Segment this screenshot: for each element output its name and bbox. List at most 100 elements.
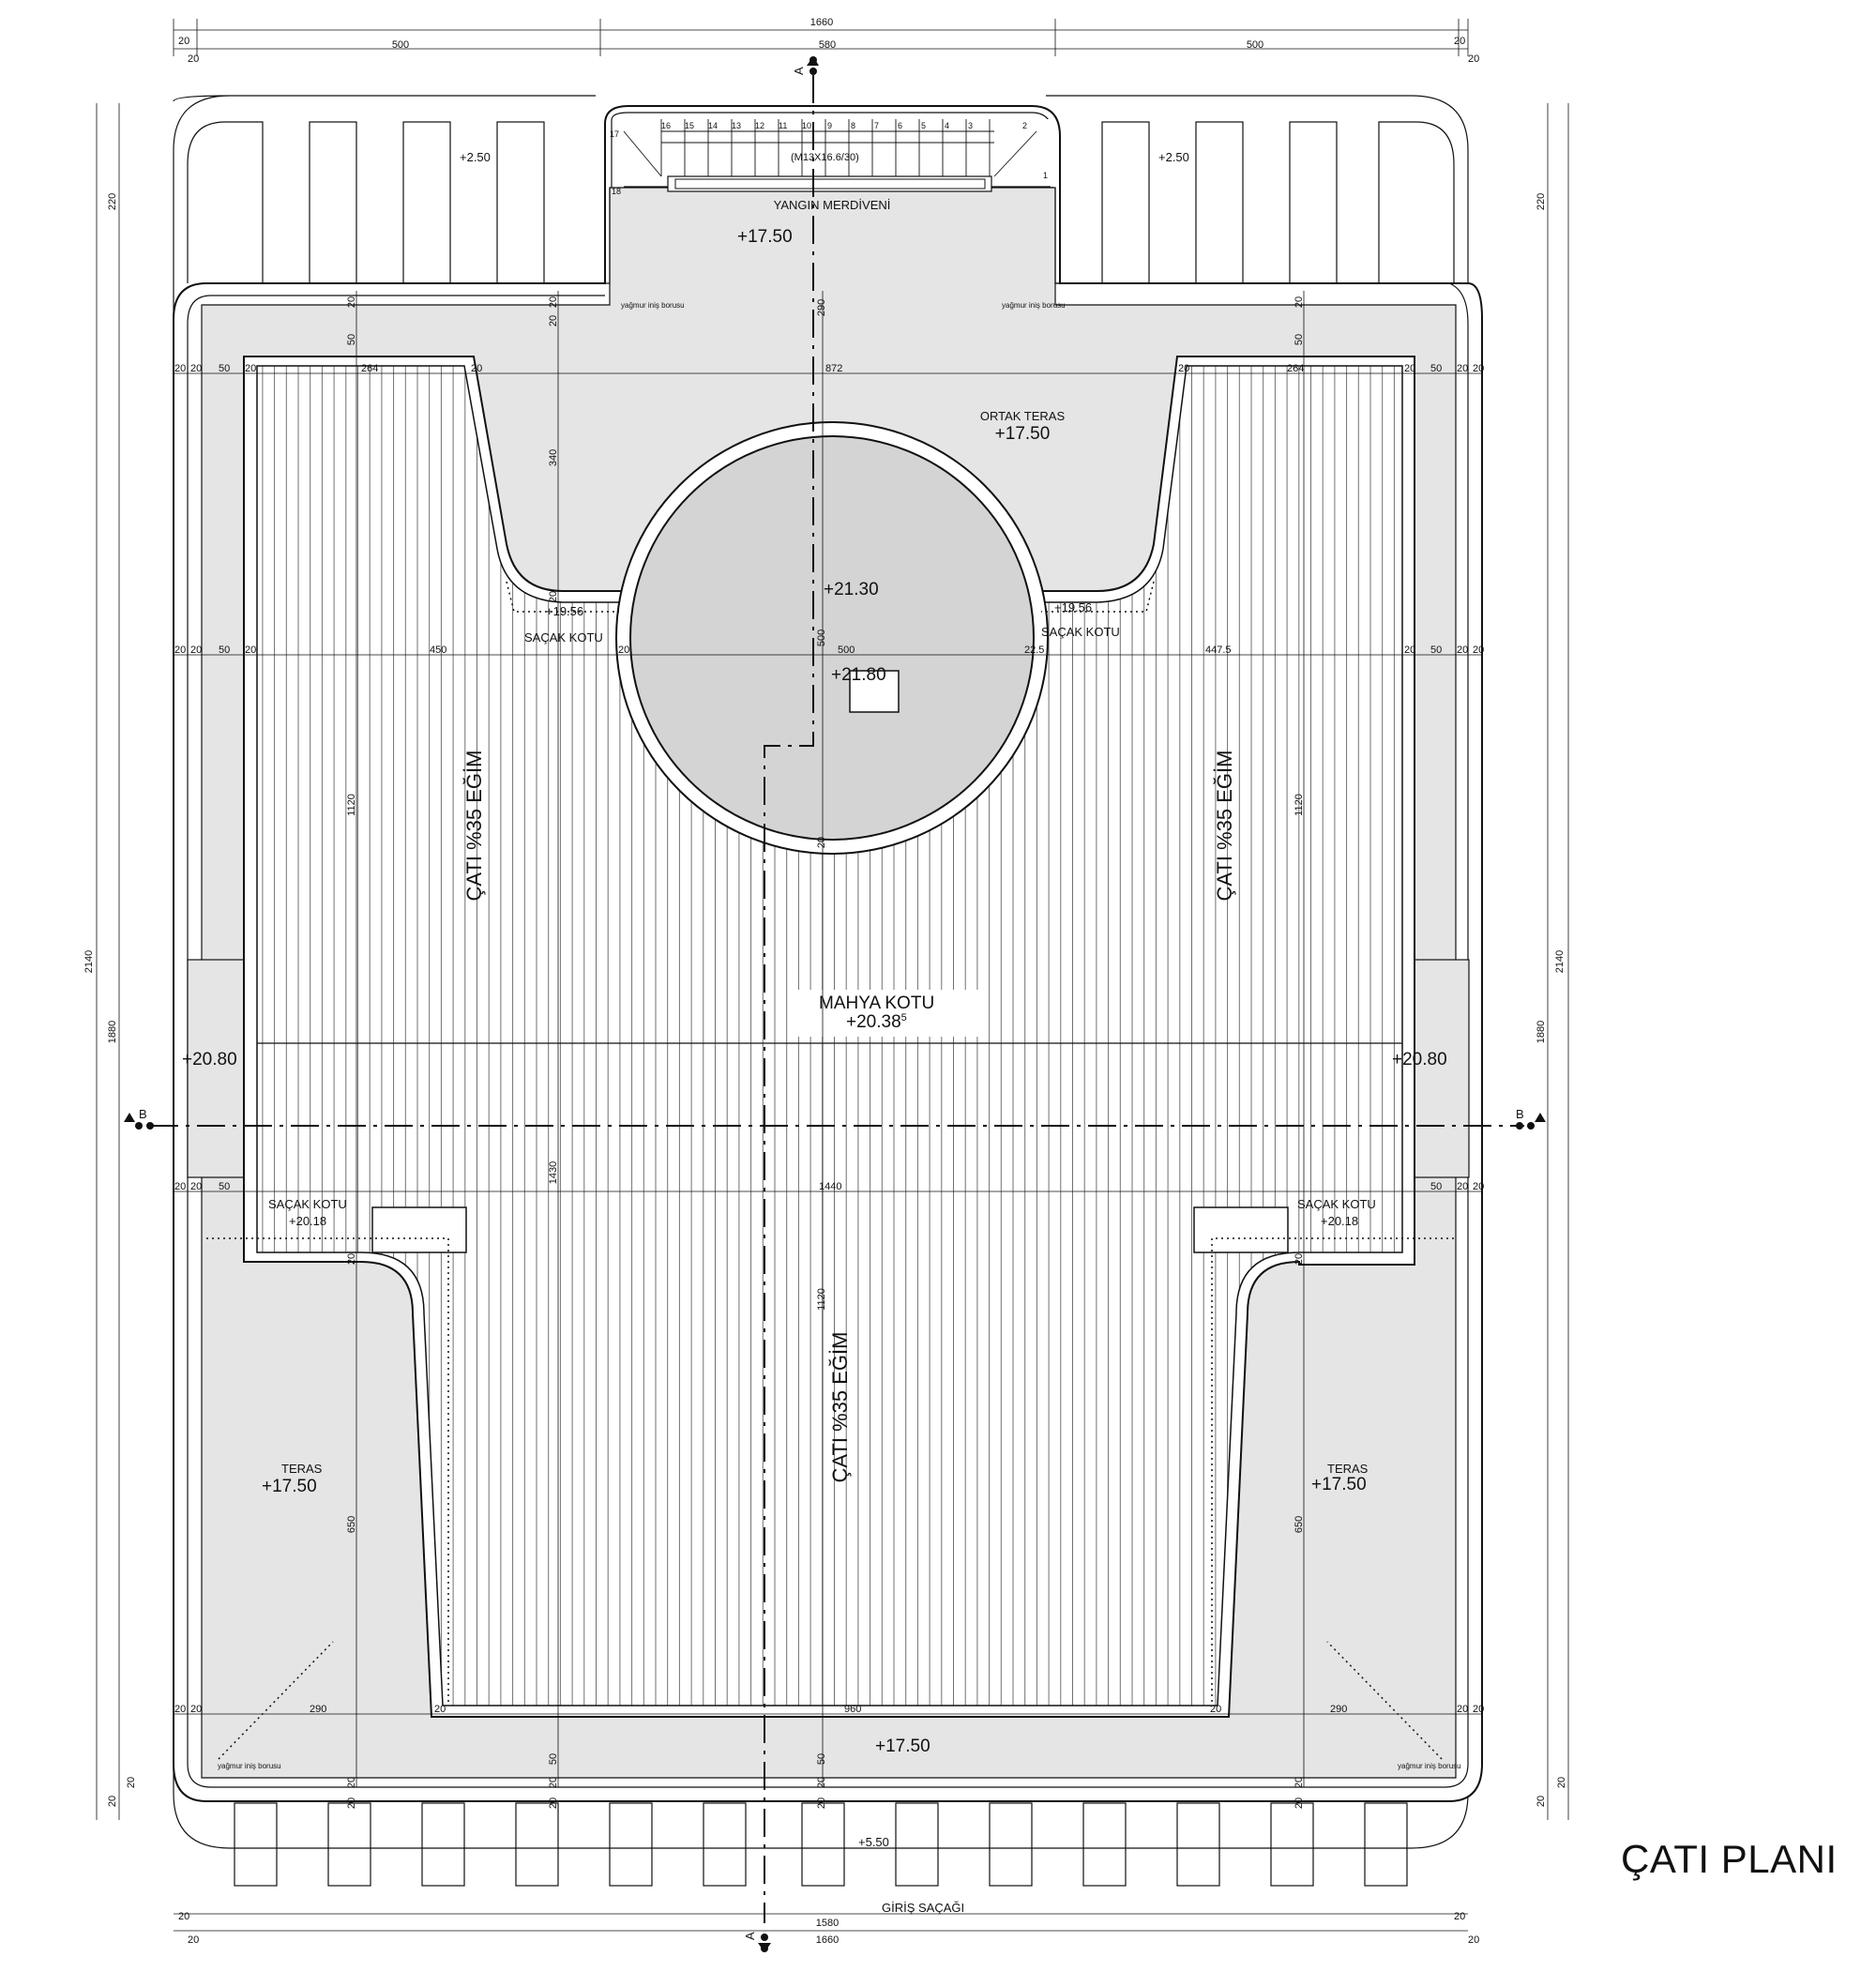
dim-v-20-d: 20 xyxy=(816,837,827,848)
section-markers xyxy=(124,56,1546,1952)
dim-v-20-k: 20 xyxy=(346,1797,357,1809)
level-sacak-bottom-right: +20.18 xyxy=(1321,1214,1358,1228)
dim-r2-500: 500 xyxy=(838,645,855,656)
dim-left-20-a: 20 xyxy=(107,1796,118,1807)
stair-step-3: 3 xyxy=(968,121,973,130)
dim-r4-20a-r: 20 xyxy=(1473,1704,1484,1715)
level-canopy-right: +2.50 xyxy=(1158,150,1189,164)
stair-step-12: 12 xyxy=(755,121,764,130)
dim-r4-20a-l: 20 xyxy=(174,1704,186,1715)
dim-v-20-p: 20 xyxy=(1294,1797,1305,1809)
label-slope-left: ÇATI %35 EĞİM xyxy=(462,751,486,902)
dim-r4-20-r: 20 xyxy=(1210,1704,1221,1715)
level-mahya-value: +20.38 xyxy=(846,1012,901,1032)
label-sacak-kotu-bottom-right: SAÇAK KOTU xyxy=(1297,1197,1376,1211)
dim-top-500-right: 500 xyxy=(1247,39,1263,51)
outer-canopy-outline xyxy=(173,95,1469,1849)
stair-name: YANGIN MERDİVENİ xyxy=(774,198,891,212)
dim-r3-50-l: 50 xyxy=(219,1181,230,1192)
dim-r3-20b-l: 20 xyxy=(190,1181,202,1192)
dim-v-20-o: 20 xyxy=(548,315,559,326)
dim-r1-20-r: 20 xyxy=(1178,363,1189,374)
dimension-lines xyxy=(96,19,1569,1932)
level-sacak-right: +19.56 xyxy=(1054,600,1092,614)
dim-r2-22-5: 22.5 xyxy=(1024,645,1044,656)
label-rain-pipe-bottom-left: yağmur iniş borusu xyxy=(218,1762,281,1770)
label-sacak-kotu-right: SAÇAK KOTU xyxy=(1041,625,1120,639)
dim-v-650-r: 650 xyxy=(1294,1516,1305,1533)
dim-top-580: 580 xyxy=(819,39,836,51)
dim-v-20-e: 20 xyxy=(1294,296,1305,308)
stair-step-7: 7 xyxy=(874,121,879,130)
dim-v-290: 290 xyxy=(816,299,827,316)
section-a-bottom: A xyxy=(743,1932,757,1940)
stair-step-5: 5 xyxy=(921,121,926,130)
dim-left-1880: 1880 xyxy=(107,1021,118,1043)
dim-left-220: 220 xyxy=(107,193,118,210)
dim-r2-447-5: 447.5 xyxy=(1205,645,1232,656)
dim-left-20-b: 20 xyxy=(126,1777,137,1788)
dim-v-50-c: 50 xyxy=(548,1753,559,1765)
dim-v-1120-c: 1120 xyxy=(816,1288,827,1311)
dim-r1-20b-l: 20 xyxy=(190,363,202,374)
dim-r4-20b-l: 20 xyxy=(190,1704,202,1715)
bottom-canopy-slats xyxy=(234,1802,1408,1887)
eave-dotted-lines xyxy=(206,581,1454,1760)
level-mahya-sup: 5 xyxy=(901,1012,907,1024)
dim-right-1880: 1880 xyxy=(1536,1021,1547,1043)
label-sacak-kotu-bottom-left: SAÇAK KOTU xyxy=(268,1197,347,1211)
dim-top-20-left: 20 xyxy=(178,36,189,47)
stair-step-14: 14 xyxy=(708,121,718,130)
level-stair: +17.50 xyxy=(737,227,793,247)
dim-r4-20b-r: 20 xyxy=(1457,1704,1468,1715)
label-rain-pipe-bottom-right: yağmur iniş borusu xyxy=(1398,1762,1461,1770)
ridge-label-mask xyxy=(797,990,985,1037)
stair-step-9: 9 xyxy=(827,121,832,130)
dome xyxy=(629,435,1035,841)
dim-bottom-20-d: 20 xyxy=(1468,1934,1479,1946)
dim-r1-20b-r: 20 xyxy=(1457,363,1468,374)
dim-top-500-left: 500 xyxy=(392,39,409,51)
dim-r1-872: 872 xyxy=(825,363,842,374)
dim-r4-20-l: 20 xyxy=(434,1704,446,1715)
dim-bottom-20-a: 20 xyxy=(178,1911,189,1922)
dim-r3-20a-l: 20 xyxy=(174,1181,186,1192)
dim-right-220: 220 xyxy=(1536,193,1547,210)
dim-r2-20c-r: 20 xyxy=(1404,645,1415,656)
stair-terrace-walls xyxy=(202,188,1456,284)
section-b-right: B xyxy=(1516,1107,1524,1121)
drawing-title: ÇATI PLANI xyxy=(1621,1837,1838,1881)
dim-r1-20-l: 20 xyxy=(471,363,482,374)
stair-step-16: 16 xyxy=(661,121,671,130)
dim-r2-450: 450 xyxy=(430,645,446,656)
dim-r1-20a-l: 20 xyxy=(174,363,186,374)
dim-top-total: 1660 xyxy=(810,17,833,28)
dim-v-20-m: 20 xyxy=(816,1797,827,1809)
level-bottom-terrace: +17.50 xyxy=(875,1737,930,1756)
dim-r1-50-r: 50 xyxy=(1430,363,1442,374)
stair-step-18: 18 xyxy=(612,187,621,196)
dim-v-20-i: 20 xyxy=(548,1777,559,1788)
stair-step-8: 8 xyxy=(851,121,855,130)
level-ortak-teras: +17.50 xyxy=(995,424,1051,444)
level-canopy-left: +2.50 xyxy=(460,150,491,164)
dim-v-20-j: 20 xyxy=(816,1777,827,1788)
level-entry: +5.50 xyxy=(858,1835,889,1849)
dim-r1-264-l: 264 xyxy=(361,363,378,374)
dim-top-20-right: 20 xyxy=(1454,36,1465,47)
stair-step-4: 4 xyxy=(945,121,949,130)
dim-v-20-b: 20 xyxy=(548,296,559,308)
dim-r2-50-l: 50 xyxy=(219,645,230,656)
stair-step-15: 15 xyxy=(685,121,694,130)
label-teras-right: TERAS xyxy=(1327,1462,1369,1476)
dim-top-in-20-right: 20 xyxy=(1468,53,1479,65)
dim-r2-20a-l: 20 xyxy=(174,645,186,656)
dim-r1-264-r: 264 xyxy=(1287,363,1304,374)
eave-box-left xyxy=(371,1206,467,1253)
dim-right-20-b: 20 xyxy=(1556,1777,1567,1788)
dim-v-1120-r: 1120 xyxy=(1294,794,1305,816)
dim-r1-20a-r: 20 xyxy=(1473,363,1484,374)
stair-step-10: 10 xyxy=(802,121,811,130)
stair-step-6: 6 xyxy=(898,121,902,130)
